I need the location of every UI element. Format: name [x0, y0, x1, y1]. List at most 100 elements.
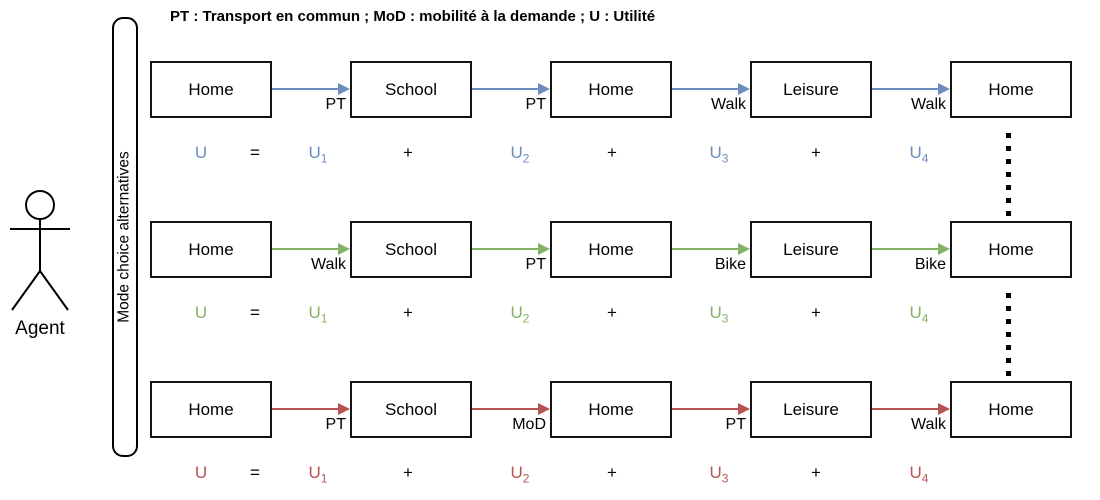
equation-term-base: U: [510, 463, 523, 482]
mode-choice-alternatives-bar: Mode choice alternatives: [112, 17, 138, 457]
equation-term-base: U: [709, 463, 722, 482]
mode-label: Bike: [714, 256, 746, 273]
equation-plus: +: [811, 463, 821, 482]
mode-arrow-icon: [472, 83, 550, 95]
activity-box-school: School: [350, 381, 472, 438]
mode-label: Walk: [911, 416, 946, 433]
equation-plus: +: [403, 303, 413, 322]
mode-arrow-icon: [472, 243, 550, 255]
mode-label: PT: [725, 416, 746, 433]
mode-arrow-icon: [672, 83, 750, 95]
equation-term: U3: [710, 463, 729, 485]
activity-box-school: School: [350, 61, 472, 118]
alternative-row-3: Home School Home Leisure Home PT MoD PT …: [0, 381, 1100, 500]
arrow-line: [472, 248, 540, 250]
mode-label: PT: [525, 256, 546, 273]
equation-term: U1: [309, 143, 328, 165]
mode-label: Walk: [311, 256, 346, 273]
equation-lhs: U: [194, 143, 208, 162]
equation-term-sub: 3: [721, 471, 729, 486]
equation-term-sub: 3: [721, 151, 729, 166]
equation-term-sub: 4: [921, 151, 929, 166]
mode-label: PT: [325, 416, 346, 433]
activity-box-home: Home: [950, 381, 1072, 438]
equation-term-sub: 4: [921, 471, 929, 486]
equation-term-base: U: [510, 303, 523, 322]
arrow-line: [672, 248, 740, 250]
alternative-row-1: Home School Home Leisure Home PT PT Walk…: [0, 61, 1100, 191]
equation-term-base: U: [909, 463, 922, 482]
activity-box-home: Home: [150, 61, 272, 118]
arrow-head: [538, 83, 550, 95]
equation-lhs: U: [194, 303, 208, 322]
arrow-head: [738, 403, 750, 415]
arrow-line: [272, 408, 340, 410]
equation-plus: +: [607, 143, 617, 162]
equation-lhs: U: [194, 463, 208, 482]
mode-arrow-icon: [272, 83, 350, 95]
activity-box-leisure: Leisure: [750, 221, 872, 278]
equation-term: U4: [910, 303, 929, 325]
equation-term-base: U: [308, 463, 321, 482]
equation-term: U3: [710, 143, 729, 165]
arrow-head: [338, 403, 350, 415]
equation-term-sub: 4: [921, 311, 929, 326]
arrow-line: [472, 408, 540, 410]
arrow-head: [538, 403, 550, 415]
arrow-head: [338, 83, 350, 95]
activity-box-home: Home: [150, 381, 272, 438]
equation-term: U2: [511, 463, 530, 485]
equation-term-sub: 3: [721, 311, 729, 326]
mode-label: PT: [525, 96, 546, 113]
equation-term-sub: 1: [320, 151, 328, 166]
mode-arrow-icon: [872, 243, 950, 255]
equation-term-sub: 2: [522, 471, 530, 486]
arrow-line: [272, 248, 340, 250]
mode-arrow-icon: [472, 403, 550, 415]
mode-arrow-icon: [672, 243, 750, 255]
arrow-head: [338, 243, 350, 255]
ellipsis-dots-icon: [1006, 133, 1011, 221]
arrow-head: [538, 243, 550, 255]
mode-arrow-icon: [872, 83, 950, 95]
alternative-row-2: Home School Home Leisure Home Walk PT Bi…: [0, 221, 1100, 351]
mode-label: MoD: [512, 416, 546, 433]
arrow-line: [472, 88, 540, 90]
equation-plus: +: [403, 143, 413, 162]
arrow-line: [672, 408, 740, 410]
equation-term-base: U: [308, 303, 321, 322]
equation-term-sub: 2: [522, 311, 530, 326]
equation-plus: +: [607, 303, 617, 322]
equation-term-base: U: [709, 303, 722, 322]
mode-label: Walk: [711, 96, 746, 113]
arrow-line: [872, 88, 940, 90]
utility-equation: U = U1 + U2 + U3 + U4: [0, 463, 1100, 489]
arrow-line: [272, 88, 340, 90]
activity-box-leisure: Leisure: [750, 381, 872, 438]
mode-arrow-icon: [272, 403, 350, 415]
equation-term-base: U: [510, 143, 523, 162]
equation-term-sub: 1: [320, 471, 328, 486]
equation-equals: =: [250, 143, 260, 162]
equation-term-base: U: [909, 303, 922, 322]
equation-term-sub: 1: [320, 311, 328, 326]
mode-arrow-icon: [872, 403, 950, 415]
equation-term: U4: [910, 143, 929, 165]
equation-term-sub: 2: [522, 151, 530, 166]
activity-box-home: Home: [150, 221, 272, 278]
equation-term: U1: [309, 303, 328, 325]
equation-term: U2: [511, 143, 530, 165]
equation-term-base: U: [709, 143, 722, 162]
activity-box-school: School: [350, 221, 472, 278]
arrow-head: [738, 83, 750, 95]
equation-plus: +: [811, 303, 821, 322]
equation-term: U3: [710, 303, 729, 325]
equation-equals: =: [250, 303, 260, 322]
arrow-line: [872, 408, 940, 410]
equation-term-base: U: [308, 143, 321, 162]
agent-label: Agent: [15, 318, 65, 339]
equation-term: U4: [910, 463, 929, 485]
legend-text: PT : Transport en commun ; MoD : mobilit…: [170, 8, 656, 25]
mode-arrow-icon: [272, 243, 350, 255]
